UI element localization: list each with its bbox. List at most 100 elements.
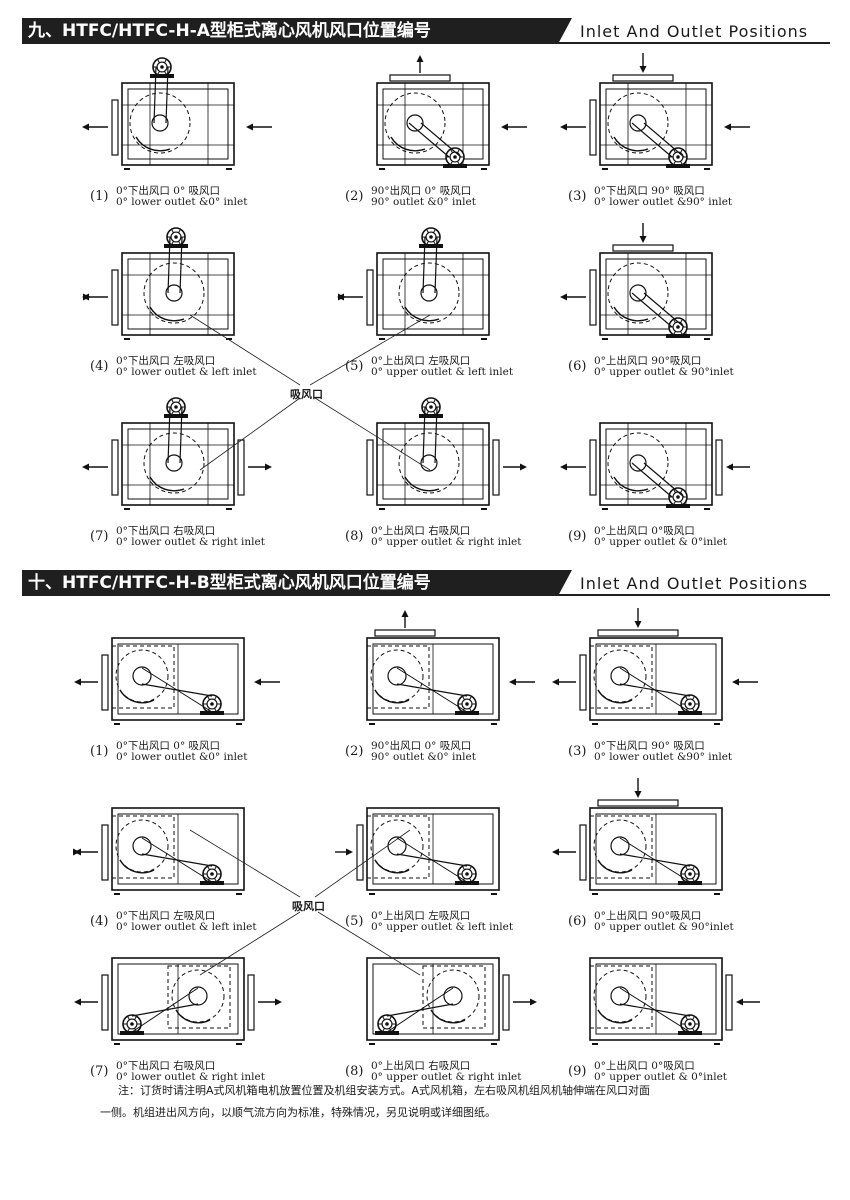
position-label-en: 0° lower outlet & right inlet bbox=[116, 1071, 265, 1083]
position-number: (6) bbox=[568, 359, 587, 374]
position-label-cn: 0°下出风口 90° 吸风口 bbox=[594, 185, 705, 197]
position-number: (1) bbox=[90, 744, 109, 759]
position-number: (4) bbox=[90, 359, 109, 374]
section-b-title-en: Inlet And Outlet Positions bbox=[580, 574, 809, 593]
position-label-en: 0° upper outlet & right inlet bbox=[371, 536, 522, 548]
position-number: (2) bbox=[345, 189, 364, 204]
position-label-en: 0° lower outlet &0° inlet bbox=[116, 196, 248, 208]
position-label-en: 0° upper outlet & right inlet bbox=[371, 1071, 522, 1083]
section-a-title-en: Inlet And Outlet Positions bbox=[580, 22, 809, 41]
position-label-en: 0° lower outlet & right inlet bbox=[116, 536, 265, 548]
fan-box-diagram bbox=[366, 397, 527, 510]
position-number: (3) bbox=[568, 189, 587, 204]
section-a-inlet-callout: 吸风口 bbox=[290, 388, 323, 401]
position-label-en: 0° lower outlet & left inlet bbox=[116, 366, 257, 378]
fan-box-diagram bbox=[82, 227, 235, 340]
position-label-en: 0° upper outlet & left inlet bbox=[371, 366, 514, 378]
position-label-cn: 0°下出风口 左吸风口 bbox=[116, 910, 216, 922]
position-number: (5) bbox=[345, 359, 364, 374]
fan-box-diagram bbox=[335, 807, 500, 895]
fan-box-diagram bbox=[74, 957, 282, 1045]
position-number: (9) bbox=[568, 529, 587, 544]
section-b-title: 十、HTFC/HTFC-H-B型柜式离心风机风口位置编号 bbox=[22, 570, 558, 596]
position-label-cn: 0°下出风口 0° 吸风口 bbox=[116, 740, 221, 752]
fan-box-diagram bbox=[337, 227, 490, 340]
position-number: (8) bbox=[345, 529, 364, 544]
fan-box-diagram bbox=[366, 610, 535, 725]
fan-box-diagram bbox=[560, 53, 750, 170]
position-label-en: 0° upper outlet & 90°inlet bbox=[594, 366, 734, 378]
fan-box-diagram bbox=[376, 55, 527, 170]
position-label-cn: 0°下出风口 右吸风口 bbox=[116, 1060, 216, 1072]
fan-box-diagram bbox=[82, 57, 272, 170]
position-number: (7) bbox=[90, 529, 109, 544]
position-label-en: 0° lower outlet &0° inlet bbox=[116, 751, 248, 763]
position-label-cn: 0°下出风口 0° 吸风口 bbox=[116, 185, 221, 197]
position-label-en: 90° outlet &0° inlet bbox=[371, 196, 476, 208]
position-label-en: 0° upper outlet & 90°inlet bbox=[594, 921, 734, 933]
position-label-cn: 0°下出风口 90° 吸风口 bbox=[594, 740, 705, 752]
position-label-en: 90° outlet &0° inlet bbox=[371, 751, 476, 763]
position-number: (8) bbox=[345, 1064, 364, 1079]
position-label-en: 0° upper outlet & 0°inlet bbox=[594, 536, 728, 548]
position-label-cn: 0°下出风口 右吸风口 bbox=[116, 525, 216, 537]
fan-box-diagram bbox=[82, 397, 272, 510]
section-a-header: 九、HTFC/HTFC-H-A型柜式离心风机风口位置编号 Inlet And O… bbox=[22, 18, 830, 44]
position-label-cn: 0°上出风口 0°吸风口 bbox=[594, 1060, 695, 1072]
position-number: (3) bbox=[568, 744, 587, 759]
position-number: (6) bbox=[568, 914, 587, 929]
position-label-en: 0° lower outlet &90° inlet bbox=[594, 751, 733, 763]
section-a-title: 九、HTFC/HTFC-H-A型柜式离心风机风口位置编号 bbox=[22, 18, 558, 44]
fan-box-diagram bbox=[560, 223, 713, 340]
fan-box-diagram bbox=[552, 608, 758, 725]
position-label-cn: 90°出风口 0° 吸风口 bbox=[371, 185, 472, 197]
fan-box-diagram bbox=[560, 422, 750, 510]
position-number: (1) bbox=[90, 189, 109, 204]
position-label-cn: 0°上出风口 右吸风口 bbox=[371, 525, 471, 537]
footnote-line-1: 注：订货时请注明A式风机箱电机放置位置及机组安装方式。A式风机箱，左右吸风机组风… bbox=[118, 1084, 651, 1097]
position-label-cn: 0°上出风口 0°吸风口 bbox=[594, 525, 695, 537]
fan-box-diagram bbox=[589, 957, 760, 1045]
position-number: (9) bbox=[568, 1064, 587, 1079]
position-number: (7) bbox=[90, 1064, 109, 1079]
position-number: (2) bbox=[345, 744, 364, 759]
position-label-en: 0° lower outlet &90° inlet bbox=[594, 196, 733, 208]
fan-box-diagram bbox=[366, 957, 537, 1045]
section-b-header: 十、HTFC/HTFC-H-B型柜式离心风机风口位置编号 Inlet And O… bbox=[22, 570, 830, 596]
position-label-cn: 0°上出风口 90°吸风口 bbox=[594, 355, 702, 367]
position-label-en: 0° upper outlet & 0°inlet bbox=[594, 1071, 728, 1083]
position-label-cn: 0°上出风口 右吸风口 bbox=[371, 1060, 471, 1072]
section-b-inlet-callout: 吸风口 bbox=[292, 900, 325, 913]
fan-box-diagram bbox=[552, 778, 723, 895]
